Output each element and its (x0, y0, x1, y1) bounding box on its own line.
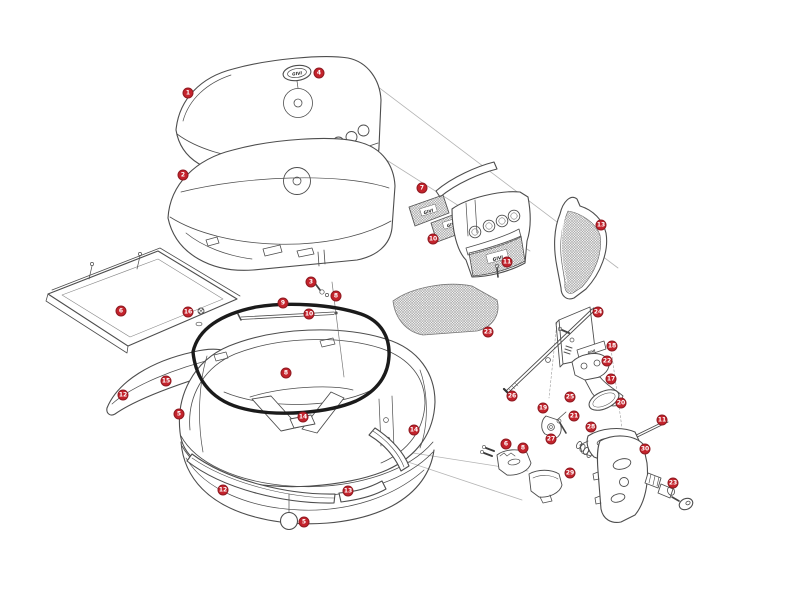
seal-ring (191, 302, 391, 415)
mount-bracket (480, 445, 532, 476)
part-callout-8[interactable]: 8 (280, 367, 292, 379)
part-callout-1[interactable]: 1 (182, 87, 194, 99)
part-callout-17[interactable]: 17 (605, 373, 617, 385)
rubber-buffer (279, 493, 299, 531)
part-callout-3[interactable]: 3 (305, 276, 317, 288)
part-callout-15[interactable]: 15 (160, 375, 172, 387)
bumper-strip-center (338, 480, 387, 503)
part-callout-6[interactable]: 6 (500, 438, 512, 450)
rear-texture-recess (392, 283, 499, 336)
lens-strip (435, 161, 498, 198)
reflector-grille-upper: GIVI (408, 194, 450, 227)
badge-brand-text: GIVI (292, 70, 303, 76)
key (671, 496, 694, 511)
latch-hook (541, 411, 567, 439)
lock-cover-plate (592, 435, 649, 523)
part-callout-24[interactable]: 24 (592, 306, 604, 318)
part-callout-30[interactable]: 30 (639, 443, 651, 455)
label-slat: GIVI (576, 340, 607, 359)
svg-text:GIVI: GIVI (446, 221, 457, 229)
grille-brand-text: GIVI (423, 207, 434, 215)
panel-screw (197, 307, 205, 315)
brand-badge: GIVI (282, 64, 312, 82)
part-callout-12[interactable]: 12 (117, 389, 129, 401)
part-callout-7[interactable]: 7 (416, 182, 428, 194)
part-callout-23[interactable]: 23 (482, 326, 494, 338)
part-callout-10[interactable]: 10 (303, 308, 315, 320)
part-callout-2[interactable]: 2 (177, 169, 189, 181)
part-callout-5[interactable]: 5 (173, 408, 185, 420)
latch-bracket (545, 326, 624, 411)
lid-base (167, 137, 396, 271)
bumper-strip-left (186, 453, 336, 504)
part-callout-21[interactable]: 21 (568, 410, 580, 422)
part-callout-6[interactable]: 6 (115, 305, 127, 317)
part-callout-12[interactable]: 12 (217, 484, 229, 496)
part-callout-26[interactable]: 26 (506, 390, 518, 402)
svg-text:GIVI: GIVI (492, 254, 504, 263)
part-callout-11[interactable]: 11 (656, 414, 668, 426)
part-callout-29[interactable]: 29 (564, 467, 576, 479)
part-callout-8[interactable]: 8 (517, 442, 529, 454)
part-callout-14[interactable]: 14 (408, 424, 420, 436)
bumper-corner-right (368, 427, 410, 472)
part-callout-14[interactable]: 14 (297, 411, 309, 423)
part-callout-18[interactable]: 18 (606, 340, 618, 352)
part-callout-20[interactable]: 20 (615, 397, 627, 409)
part-callout-11[interactable]: 11 (501, 256, 513, 268)
lock-assembly: GIVI (480, 306, 694, 523)
part-callout-23[interactable]: 23 (667, 477, 679, 489)
part-callout-28[interactable]: 28 (585, 421, 597, 433)
part-callout-4[interactable]: 4 (313, 67, 325, 79)
part-callout-27[interactable]: 27 (545, 433, 557, 445)
inner-tray-panel (45, 247, 241, 354)
rubber-pad (528, 469, 563, 504)
part-callout-5[interactable]: 5 (298, 516, 310, 528)
part-callout-22[interactable]: 22 (601, 355, 613, 367)
part-callout-19[interactable]: 19 (537, 402, 549, 414)
part-callout-10[interactable]: 10 (427, 233, 439, 245)
part-callout-8[interactable]: 8 (330, 290, 342, 302)
part-callout-13[interactable]: 13 (342, 485, 354, 497)
side-reflector-panel (554, 196, 608, 300)
hinge-rod (237, 311, 338, 321)
light-housing: GIVI (451, 191, 531, 278)
part-callout-13[interactable]: 13 (595, 219, 607, 231)
part-callout-9[interactable]: 9 (277, 297, 289, 309)
part-callout-16[interactable]: 16 (182, 306, 194, 318)
svg-text:GIVI: GIVI (587, 349, 596, 355)
lock-cylinder (644, 472, 675, 499)
part-callout-25[interactable]: 25 (564, 391, 576, 403)
rear-light-cluster: GIVI GIVI GIVI (408, 161, 531, 278)
